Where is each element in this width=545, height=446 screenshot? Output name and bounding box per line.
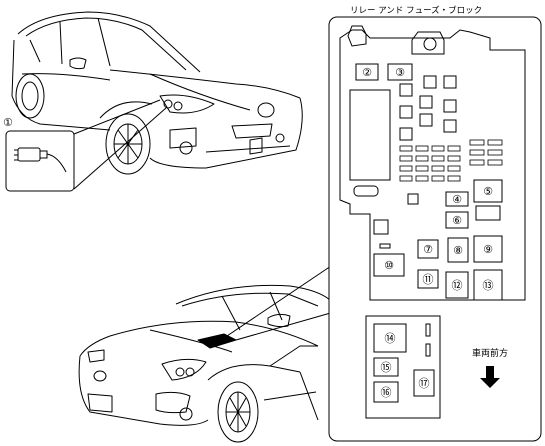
slot-7-label: ⑦ bbox=[423, 243, 433, 256]
slot-13-box bbox=[473, 269, 503, 301]
callout-1-label: ① bbox=[3, 116, 13, 129]
fuse-row-group bbox=[399, 139, 503, 182]
slot-6-box bbox=[445, 211, 469, 229]
slot-4-label: ④ bbox=[452, 193, 462, 206]
slot-2-box bbox=[355, 63, 379, 81]
slot-labels: ② ③ ④ ⑤ ⑥ ⑦ ⑧ ⑨ ⑩ ⑪ ⑫ ⑬ ⑭ ⑮ ⑯ ⑰ bbox=[362, 66, 493, 399]
slot-5-label: ⑤ bbox=[483, 185, 493, 198]
slot-4-box bbox=[445, 191, 469, 207]
fuse-slots bbox=[355, 63, 503, 403]
diagram-title: リレー アンド フューズ・ブロック bbox=[350, 5, 482, 16]
vehicle-front-label: 車両前方 bbox=[472, 347, 508, 359]
slot-11-box bbox=[417, 269, 439, 289]
slot-3-label: ③ bbox=[395, 66, 405, 79]
slot-8-label: ⑧ bbox=[453, 244, 463, 257]
fuse-block-panel bbox=[328, 16, 542, 442]
slot-8-box bbox=[447, 237, 469, 263]
slot-17-box bbox=[413, 369, 435, 397]
slot-15-box bbox=[373, 357, 399, 377]
slot-10-label: ⑩ bbox=[384, 259, 394, 272]
slot-2-label: ② bbox=[362, 66, 372, 79]
slot-13-label: ⑬ bbox=[483, 279, 494, 292]
connector-inset bbox=[5, 99, 167, 192]
car-bottom-illustration bbox=[78, 284, 331, 443]
slot-12-box bbox=[445, 271, 469, 299]
slot-16-box bbox=[373, 381, 399, 403]
slot-3-box bbox=[387, 63, 413, 81]
down-arrow-icon bbox=[480, 366, 500, 388]
slot-7-box bbox=[417, 239, 439, 259]
slot-17-label: ⑰ bbox=[419, 377, 430, 390]
slot-5-box bbox=[473, 179, 503, 203]
slot-12-label: ⑫ bbox=[452, 279, 463, 292]
slot-16-label: ⑯ bbox=[381, 386, 392, 399]
slot-6-label: ⑥ bbox=[452, 214, 462, 227]
car-top-illustration bbox=[11, 11, 303, 175]
leader-lines bbox=[223, 263, 335, 341]
slot-9-label: ⑨ bbox=[483, 243, 493, 256]
slot-9-box bbox=[473, 235, 503, 263]
slot-14-label: ⑭ bbox=[385, 332, 396, 345]
slot-14-box bbox=[373, 323, 407, 353]
slot-15-label: ⑮ bbox=[381, 361, 392, 374]
slot-11-label: ⑪ bbox=[423, 273, 434, 286]
slot-10-box bbox=[373, 253, 405, 277]
